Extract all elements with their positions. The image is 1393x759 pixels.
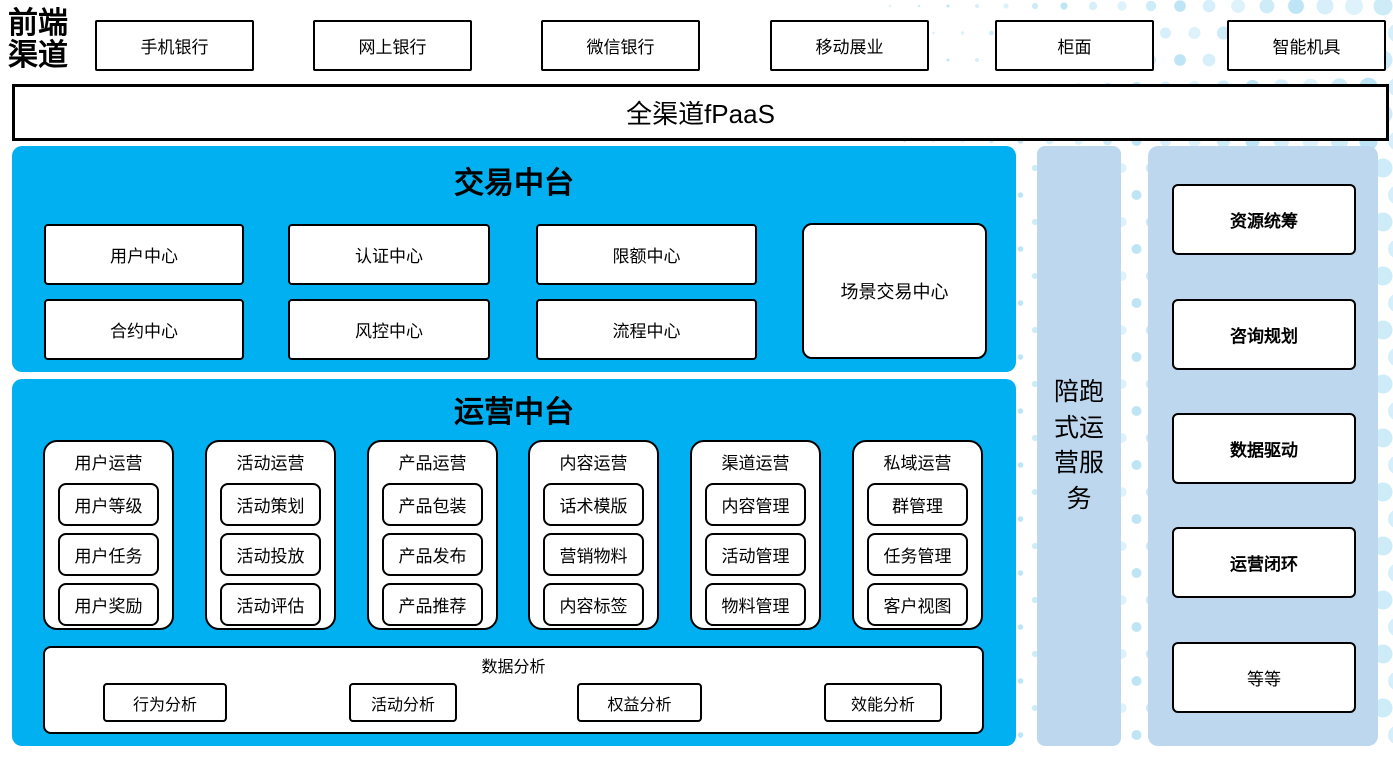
service-panel: 资源统筹 咨询规划 数据驱动 运营闭环 等等 <box>1148 146 1378 746</box>
operation-platform-title: 运营中台 <box>454 396 574 429</box>
center-box-user: 用户中心 <box>44 224 244 285</box>
op-column-header: 用户运营 <box>74 454 143 473</box>
op-item: 内容标签 <box>543 583 644 626</box>
op-item: 活动管理 <box>705 533 806 576</box>
analysis-box-efficiency: 效能分析 <box>824 683 942 722</box>
front-channel-label: 前端渠道 <box>8 7 68 73</box>
center-box-scene-transaction: 场景交易中心 <box>802 223 987 359</box>
op-item: 任务管理 <box>867 533 968 576</box>
service-box-resource-planning: 资源统筹 <box>1172 184 1356 255</box>
op-column-activity: 活动运营 活动策划 活动投放 活动评估 <box>205 440 336 630</box>
analysis-box-rights: 权益分析 <box>577 683 702 722</box>
accompany-service-label: 陪跑式运营服务 <box>1053 378 1104 513</box>
op-item: 产品推荐 <box>382 583 483 626</box>
op-item: 活动策划 <box>220 483 321 526</box>
omnichannel-fpaas-bar: 全渠道fPaaS <box>12 84 1389 141</box>
center-box-process: 流程中心 <box>536 299 757 360</box>
data-analysis-title: 数据分析 <box>481 659 546 676</box>
center-box-contract: 合约中心 <box>44 299 244 360</box>
op-item: 群管理 <box>867 483 968 526</box>
service-box-etc: 等等 <box>1172 642 1356 713</box>
op-item: 营销物料 <box>543 533 644 576</box>
op-column-header: 活动运营 <box>236 454 305 473</box>
op-item: 用户等级 <box>58 483 159 526</box>
transaction-platform-title: 交易中台 <box>454 167 574 200</box>
op-item: 物料管理 <box>705 583 806 626</box>
channel-box-counter: 柜面 <box>995 20 1154 71</box>
channel-box-smart-devices: 智能机具 <box>1227 20 1386 71</box>
op-item: 活动评估 <box>220 583 321 626</box>
op-column-channel: 渠道运营 内容管理 活动管理 物料管理 <box>690 440 821 630</box>
op-item: 用户奖励 <box>58 583 159 626</box>
channel-box-mobile-banking: 手机银行 <box>95 20 254 71</box>
op-item: 内容管理 <box>705 483 806 526</box>
channel-box-mobile-sales: 移动展业 <box>770 20 929 71</box>
op-item: 用户任务 <box>58 533 159 576</box>
service-box-consulting: 咨询规划 <box>1172 299 1356 370</box>
data-analysis-container: 数据分析 行为分析 活动分析 权益分析 效能分析 <box>43 646 984 734</box>
op-column-header: 私域运营 <box>883 454 952 473</box>
center-box-limit: 限额中心 <box>536 224 757 285</box>
op-item: 话术模版 <box>543 483 644 526</box>
op-column-header: 内容运营 <box>559 454 628 473</box>
op-column-private-domain: 私域运营 群管理 任务管理 客户视图 <box>852 440 983 630</box>
op-column-header: 产品运营 <box>398 454 467 473</box>
service-box-operation-loop: 运营闭环 <box>1172 527 1356 598</box>
analysis-box-activity: 活动分析 <box>349 683 457 722</box>
op-column-header: 渠道运营 <box>721 454 790 473</box>
analysis-box-behavior: 行为分析 <box>103 683 227 722</box>
center-box-risk: 风控中心 <box>288 299 490 360</box>
op-item: 活动投放 <box>220 533 321 576</box>
transaction-platform-panel: 交易中台 用户中心 认证中心 限额中心 合约中心 风控中心 流程中心 场景交易中… <box>12 146 1016 372</box>
op-column-content: 内容运营 话术模版 营销物料 内容标签 <box>528 440 659 630</box>
op-item: 产品发布 <box>382 533 483 576</box>
channel-box-wechat-banking: 微信银行 <box>541 20 700 71</box>
channel-box-online-banking: 网上银行 <box>313 20 472 71</box>
op-column-product: 产品运营 产品包装 产品发布 产品推荐 <box>367 440 498 630</box>
accompany-service-band: 陪跑式运营服务 <box>1037 146 1121 746</box>
op-column-user: 用户运营 用户等级 用户任务 用户奖励 <box>43 440 174 630</box>
service-box-data-driven: 数据驱动 <box>1172 413 1356 484</box>
op-item: 客户视图 <box>867 583 968 626</box>
operation-platform-panel: 运营中台 用户运营 用户等级 用户任务 用户奖励 活动运营 活动策划 活动投放 … <box>12 379 1016 746</box>
center-box-auth: 认证中心 <box>288 224 490 285</box>
op-item: 产品包装 <box>382 483 483 526</box>
